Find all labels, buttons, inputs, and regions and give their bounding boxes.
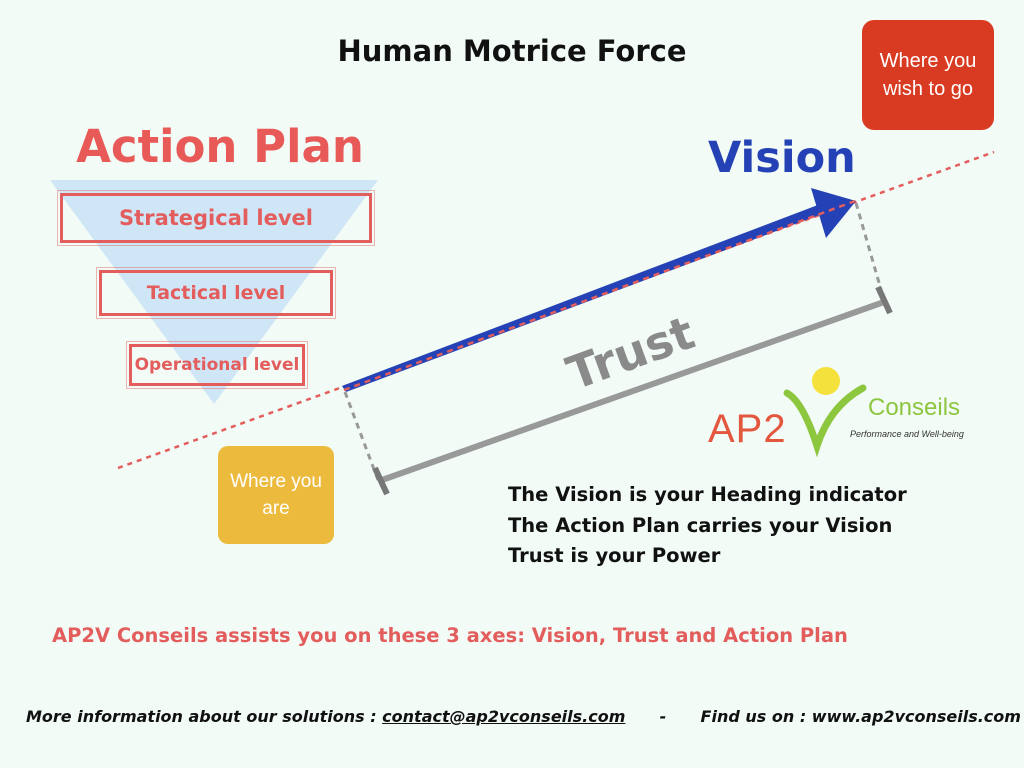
footer-info-label: More information about our solutions :	[26, 707, 377, 726]
logo-name: AP2	[708, 407, 787, 451]
projection-line-start	[343, 391, 380, 481]
axes-statement: AP2V Conseils assists you on these 3 axe…	[52, 624, 848, 647]
takeaways-list: The Vision is your Heading indicator The…	[508, 480, 907, 572]
vision-label: Vision	[708, 133, 856, 183]
operational-level-label: Operational level	[134, 355, 300, 375]
logo-v-icon	[783, 384, 867, 458]
strategical-level-box: Strategical level	[57, 190, 375, 246]
strategical-level-label: Strategical level	[119, 206, 313, 230]
takeaway-action-plan: The Action Plan carries your Vision	[508, 513, 893, 537]
action-plan-funnel	[50, 180, 378, 404]
contact-email-link[interactable]: contact@ap2vconseils.com	[382, 707, 626, 726]
logo-tagline: Performance and Well-being	[850, 429, 964, 439]
destination-box: Where you wish to go	[862, 20, 994, 130]
footer-website: Find us on : www.ap2vconseils.com	[700, 707, 1021, 726]
tactical-level-label: Tactical level	[146, 282, 286, 304]
page-title: Human Motrice Force	[337, 34, 687, 68]
logo-mark	[783, 367, 867, 458]
origin-box: Where you are	[218, 446, 334, 544]
action-plan-title: Action Plan	[76, 120, 364, 173]
trust-bar	[372, 285, 893, 496]
trust-label: Trust	[560, 305, 702, 401]
vision-arrow	[342, 188, 856, 392]
logo-word: Conseils	[868, 394, 961, 421]
operational-level-box: Operational level	[126, 341, 308, 389]
takeaway-trust: Trust is your Power	[508, 544, 721, 567]
destination-label: Where you wish to go	[879, 50, 977, 100]
footer-separator: -	[659, 707, 667, 726]
origin-label: Where you are	[230, 471, 322, 519]
footer: More information about our solutions : c…	[26, 707, 1021, 726]
takeaway-vision: The Vision is your Heading indicator	[508, 483, 907, 506]
tactical-level-box: Tactical level	[96, 267, 336, 319]
projection-line-end	[854, 202, 886, 301]
logo-sun-icon	[812, 367, 840, 395]
